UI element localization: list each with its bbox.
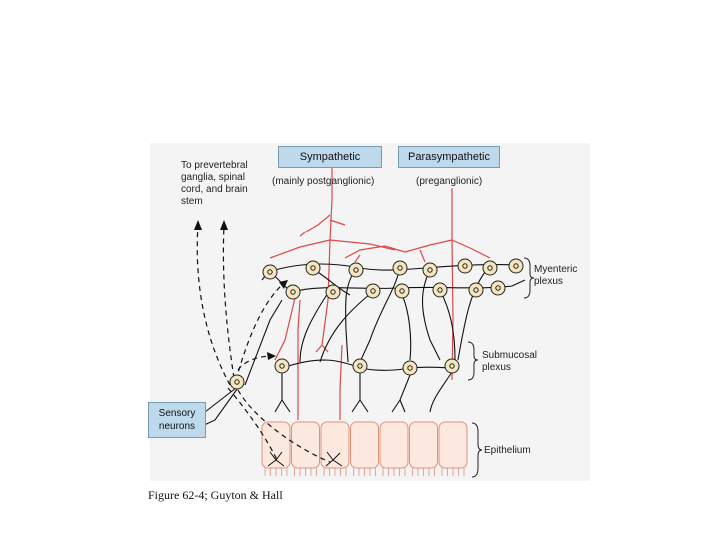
neuron-cell-body bbox=[305, 260, 321, 276]
region-brackets bbox=[467, 257, 535, 478]
myenteric-plexus-label: Myenteric plexus bbox=[534, 264, 578, 287]
neuron-nucleus bbox=[437, 287, 443, 293]
neuron-cell-body bbox=[262, 264, 278, 280]
sympathetic-label: Sympathetic bbox=[299, 151, 361, 163]
neuron-nucleus bbox=[495, 285, 501, 291]
sensory-pathways bbox=[196, 224, 331, 463]
neuron-cell-body bbox=[352, 358, 368, 374]
epithelial-cell bbox=[291, 421, 320, 469]
neuron-nucleus bbox=[279, 363, 285, 369]
epithelial-cell bbox=[379, 421, 409, 469]
neuron-cell-body bbox=[457, 258, 473, 274]
neuron-cell-body bbox=[285, 284, 301, 300]
neuron-cell-body bbox=[482, 260, 498, 276]
neuron-nucleus bbox=[370, 288, 376, 294]
neuron-nucleus bbox=[267, 269, 273, 275]
sympathetic-subtitle: (mainly postganglionic) bbox=[272, 176, 375, 187]
parasympathetic-box: Parasympathetic bbox=[398, 146, 500, 168]
prevertebral-label: To prevertebral ganglia, spinal cord, an… bbox=[181, 160, 248, 207]
neuron-nucleus bbox=[234, 379, 240, 385]
sensory-neurons-label: Sensory neurons bbox=[158, 408, 196, 432]
neuron-nucleus bbox=[407, 365, 413, 371]
figure-caption: Figure 62-4; Guyton & Hall bbox=[148, 488, 283, 502]
neuron-cell-body bbox=[444, 358, 460, 374]
neuron-nucleus bbox=[462, 263, 468, 269]
neuron-nucleus bbox=[427, 267, 433, 273]
neuron-cell-body bbox=[274, 358, 290, 374]
neuron-nucleus bbox=[330, 289, 336, 295]
epithelial-cell bbox=[261, 421, 291, 469]
plexus-fibers bbox=[197, 263, 526, 429]
neuron-nucleus bbox=[290, 289, 296, 295]
neuron-cell-body bbox=[432, 282, 448, 298]
epithelial-cell bbox=[438, 421, 468, 469]
neuron-cell-body bbox=[229, 374, 245, 390]
parasympathetic-label: Parasympathetic bbox=[408, 151, 490, 163]
neuron-nucleus bbox=[513, 263, 519, 269]
neuron-nucleus bbox=[353, 267, 359, 273]
neuron-nucleus bbox=[310, 265, 316, 271]
neuron-nucleus bbox=[473, 287, 479, 293]
neuron-cells bbox=[229, 258, 524, 390]
arrowheads bbox=[194, 220, 288, 360]
sensory-endings bbox=[267, 451, 343, 467]
neuron-nucleus bbox=[399, 288, 405, 294]
neuron-cell-body bbox=[392, 260, 408, 276]
sensory-neurons-box: Sensory neurons bbox=[148, 402, 206, 438]
neuron-cell-body bbox=[490, 280, 506, 296]
neuron-cell-body bbox=[394, 283, 410, 299]
parasympathetic-subtitle: (preganglionic) bbox=[416, 176, 483, 187]
epithelium-cells bbox=[261, 421, 468, 476]
neuron-nucleus bbox=[397, 265, 403, 271]
neuron-cell-body bbox=[325, 284, 341, 300]
neuron-cell-body bbox=[365, 283, 381, 299]
neuron-nucleus bbox=[487, 265, 493, 271]
submucosal-plexus-label: Submucosal plexus bbox=[482, 350, 538, 373]
epithelial-cell bbox=[350, 421, 379, 469]
neuron-cell-body bbox=[402, 360, 418, 376]
epithelium-label: Epithelium bbox=[484, 445, 531, 456]
sympathetic-box: Sympathetic bbox=[278, 146, 382, 168]
neuron-cell-body bbox=[422, 262, 438, 278]
neuron-cell-body bbox=[508, 258, 524, 274]
sympathetic-fibers bbox=[269, 168, 491, 420]
neuron-cell-body bbox=[348, 262, 364, 278]
epithelial-cell bbox=[409, 421, 438, 469]
neuron-nucleus bbox=[357, 363, 363, 369]
neuron-nucleus bbox=[449, 363, 455, 369]
neuron-cell-body bbox=[468, 282, 484, 298]
